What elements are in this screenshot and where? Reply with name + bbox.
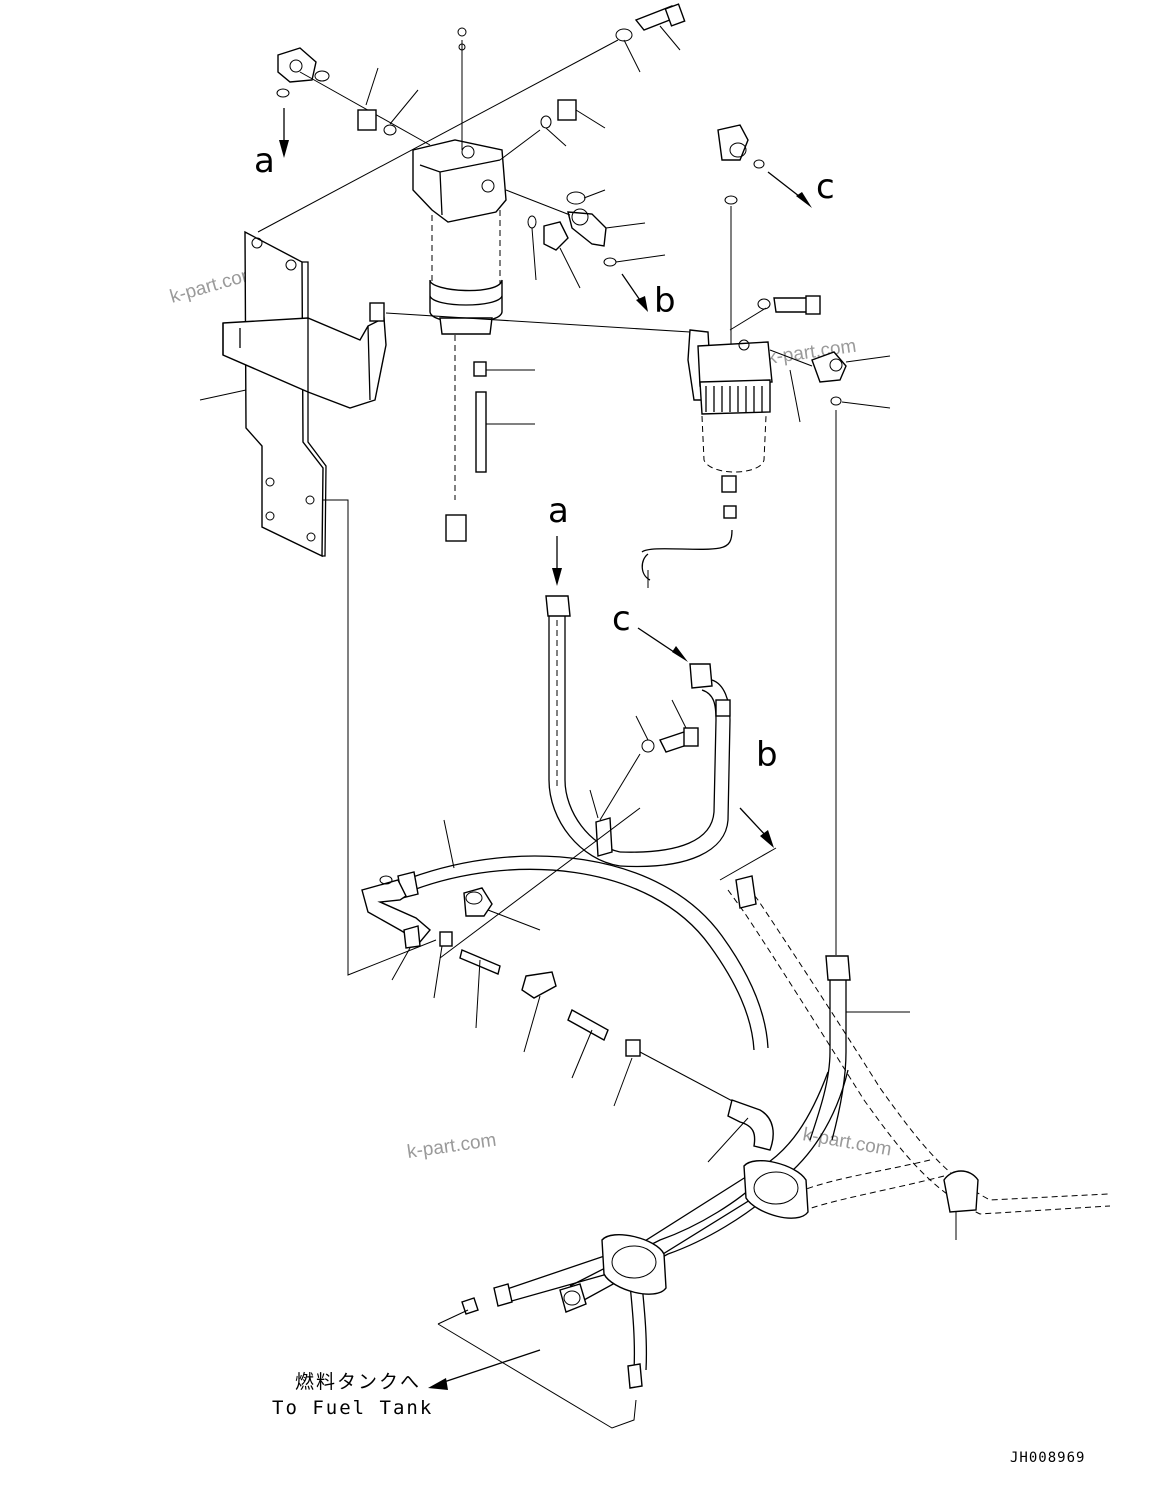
view-arrow-a-mid: a	[548, 491, 569, 586]
view-label-a-mid: a	[548, 491, 569, 531]
main-hose-bundle	[461, 1069, 945, 1389]
hose-c	[619, 663, 731, 868]
fuel-tank-leader	[428, 1309, 637, 1429]
hose-clamp	[589, 699, 699, 857]
elbow-fitting-primary	[276, 47, 431, 146]
bracket-link-line	[385, 312, 691, 333]
secondary-fuel-filter	[641, 124, 891, 955]
view-label-b-top: b	[654, 281, 676, 321]
primary-fuel-filter	[412, 27, 535, 542]
view-arrow-a-top: a	[254, 108, 289, 181]
watermark-3: k-part.com	[406, 1130, 498, 1163]
vertical-fuel-hose	[809, 955, 910, 1141]
view-arrow-b-mid: b	[739, 735, 778, 848]
view-arrow-c-top: c	[767, 167, 835, 208]
small-fittings-row	[433, 807, 739, 1107]
bent-pipe-fitting	[361, 875, 431, 981]
bolt-washer-top	[257, 3, 686, 233]
view-label-a-top: a	[254, 141, 275, 181]
view-label-b-mid: b	[756, 735, 778, 775]
leader-bracket	[199, 389, 247, 401]
mounting-bracket	[222, 230, 387, 558]
view-label-c-top: c	[816, 167, 835, 207]
view-arrow-b-top: b	[621, 273, 676, 321]
watermark-4: k-part.com	[801, 1124, 893, 1160]
primary-filter-fittings	[499, 99, 666, 289]
fuel-tank-note-jp: 燃料タンクへ	[295, 1371, 421, 1393]
view-label-c-mid: c	[612, 599, 631, 639]
hose-b-dashed	[719, 847, 1111, 1240]
view-arrow-c-mid: c	[612, 599, 688, 662]
drawing-code: JH008969	[1010, 1450, 1085, 1466]
bracket-bottom-leader	[323, 499, 437, 976]
fuel-tank-note-en: To Fuel Tank	[272, 1397, 433, 1419]
